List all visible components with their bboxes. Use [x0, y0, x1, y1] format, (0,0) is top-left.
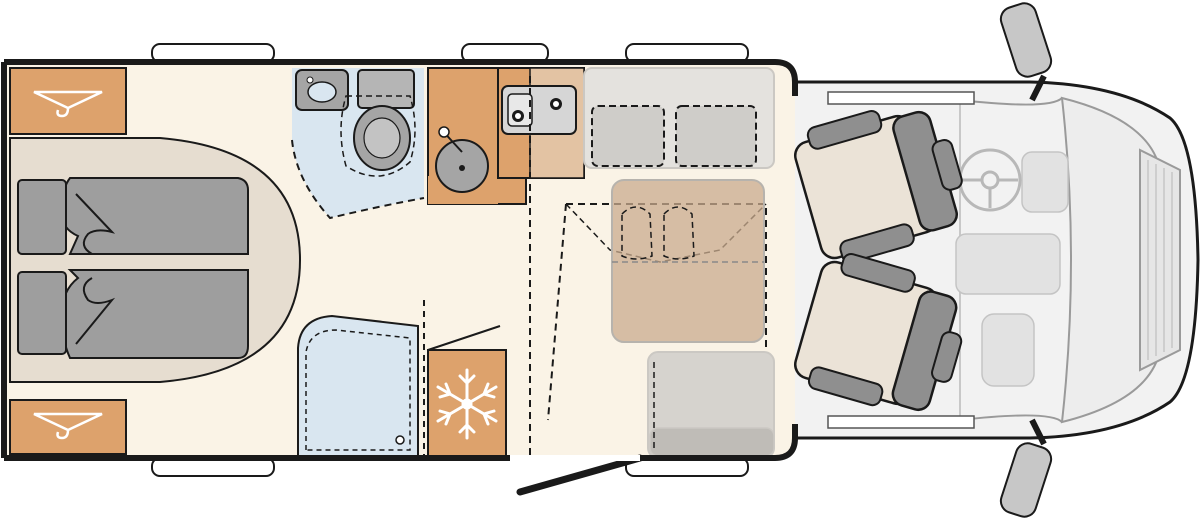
wardrobe-hanger-icon	[33, 90, 103, 118]
pillow-top	[17, 179, 67, 255]
cab-door-strip-top	[827, 91, 975, 105]
mattress-bottom	[60, 269, 249, 359]
wall-top	[4, 59, 798, 96]
passenger-seat	[794, 253, 963, 412]
fridge	[427, 325, 507, 457]
grille	[1139, 148, 1181, 372]
rear-bed	[9, 137, 302, 383]
entry-door-leaf	[516, 454, 644, 496]
wardrobe-rear-top	[9, 67, 127, 135]
dinette	[529, 67, 775, 459]
kitchen	[497, 67, 585, 179]
side-mirror-icon	[999, 2, 1053, 102]
washbasin-icon	[295, 69, 349, 111]
snowflake-icon	[436, 368, 498, 440]
entry-door	[510, 454, 644, 496]
wardrobe-rear-bottom	[9, 399, 127, 455]
mattress-top	[60, 177, 249, 255]
dash-center-console	[955, 233, 1061, 295]
wall-bottom-front	[640, 424, 798, 461]
windows	[151, 43, 749, 477]
kitchen-hob-icon	[501, 85, 577, 135]
washroom	[291, 68, 425, 220]
windscreen	[1060, 96, 1161, 424]
dinette-table	[611, 179, 765, 343]
pillow-bottom	[17, 271, 67, 355]
toilet-icon	[340, 69, 416, 177]
shower-drain	[395, 435, 405, 445]
outer-walls	[1, 59, 798, 461]
cab-door-strip-bottom	[827, 415, 975, 429]
washbasin-icon	[435, 126, 489, 193]
driver-seat	[794, 109, 963, 264]
side-mirror-icon	[999, 418, 1053, 518]
wardrobe-hanger-icon	[33, 412, 103, 440]
shower	[297, 300, 425, 459]
